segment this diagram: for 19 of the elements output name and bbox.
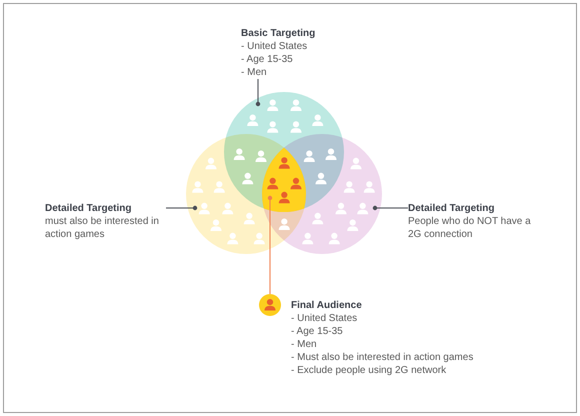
person-icon <box>259 294 281 316</box>
leader-line <box>268 196 272 294</box>
leader-line <box>372 206 408 210</box>
list-item: - United States <box>241 40 308 53</box>
list-item: - United States <box>291 312 358 324</box>
description: must also be interested in action games <box>45 214 160 240</box>
list-item: - Men <box>291 338 317 350</box>
heading: Final Audience <box>291 298 362 312</box>
list-item: - Exclude people using 2G network <box>291 364 446 376</box>
heading: Detailed Targeting <box>45 202 132 214</box>
list-item: - Must also be interested in action games <box>291 350 474 364</box>
leader-line <box>256 78 260 106</box>
description: People who do NOT have a 2G connection <box>408 214 532 240</box>
list-item: - Men <box>241 66 267 79</box>
list-item: - Age 15-35 <box>241 53 293 66</box>
list-item: - Age 15-35 <box>291 324 343 338</box>
heading: Detailed Targeting <box>408 202 494 214</box>
leader-line <box>166 206 198 210</box>
heading: Basic Targeting <box>241 27 316 40</box>
